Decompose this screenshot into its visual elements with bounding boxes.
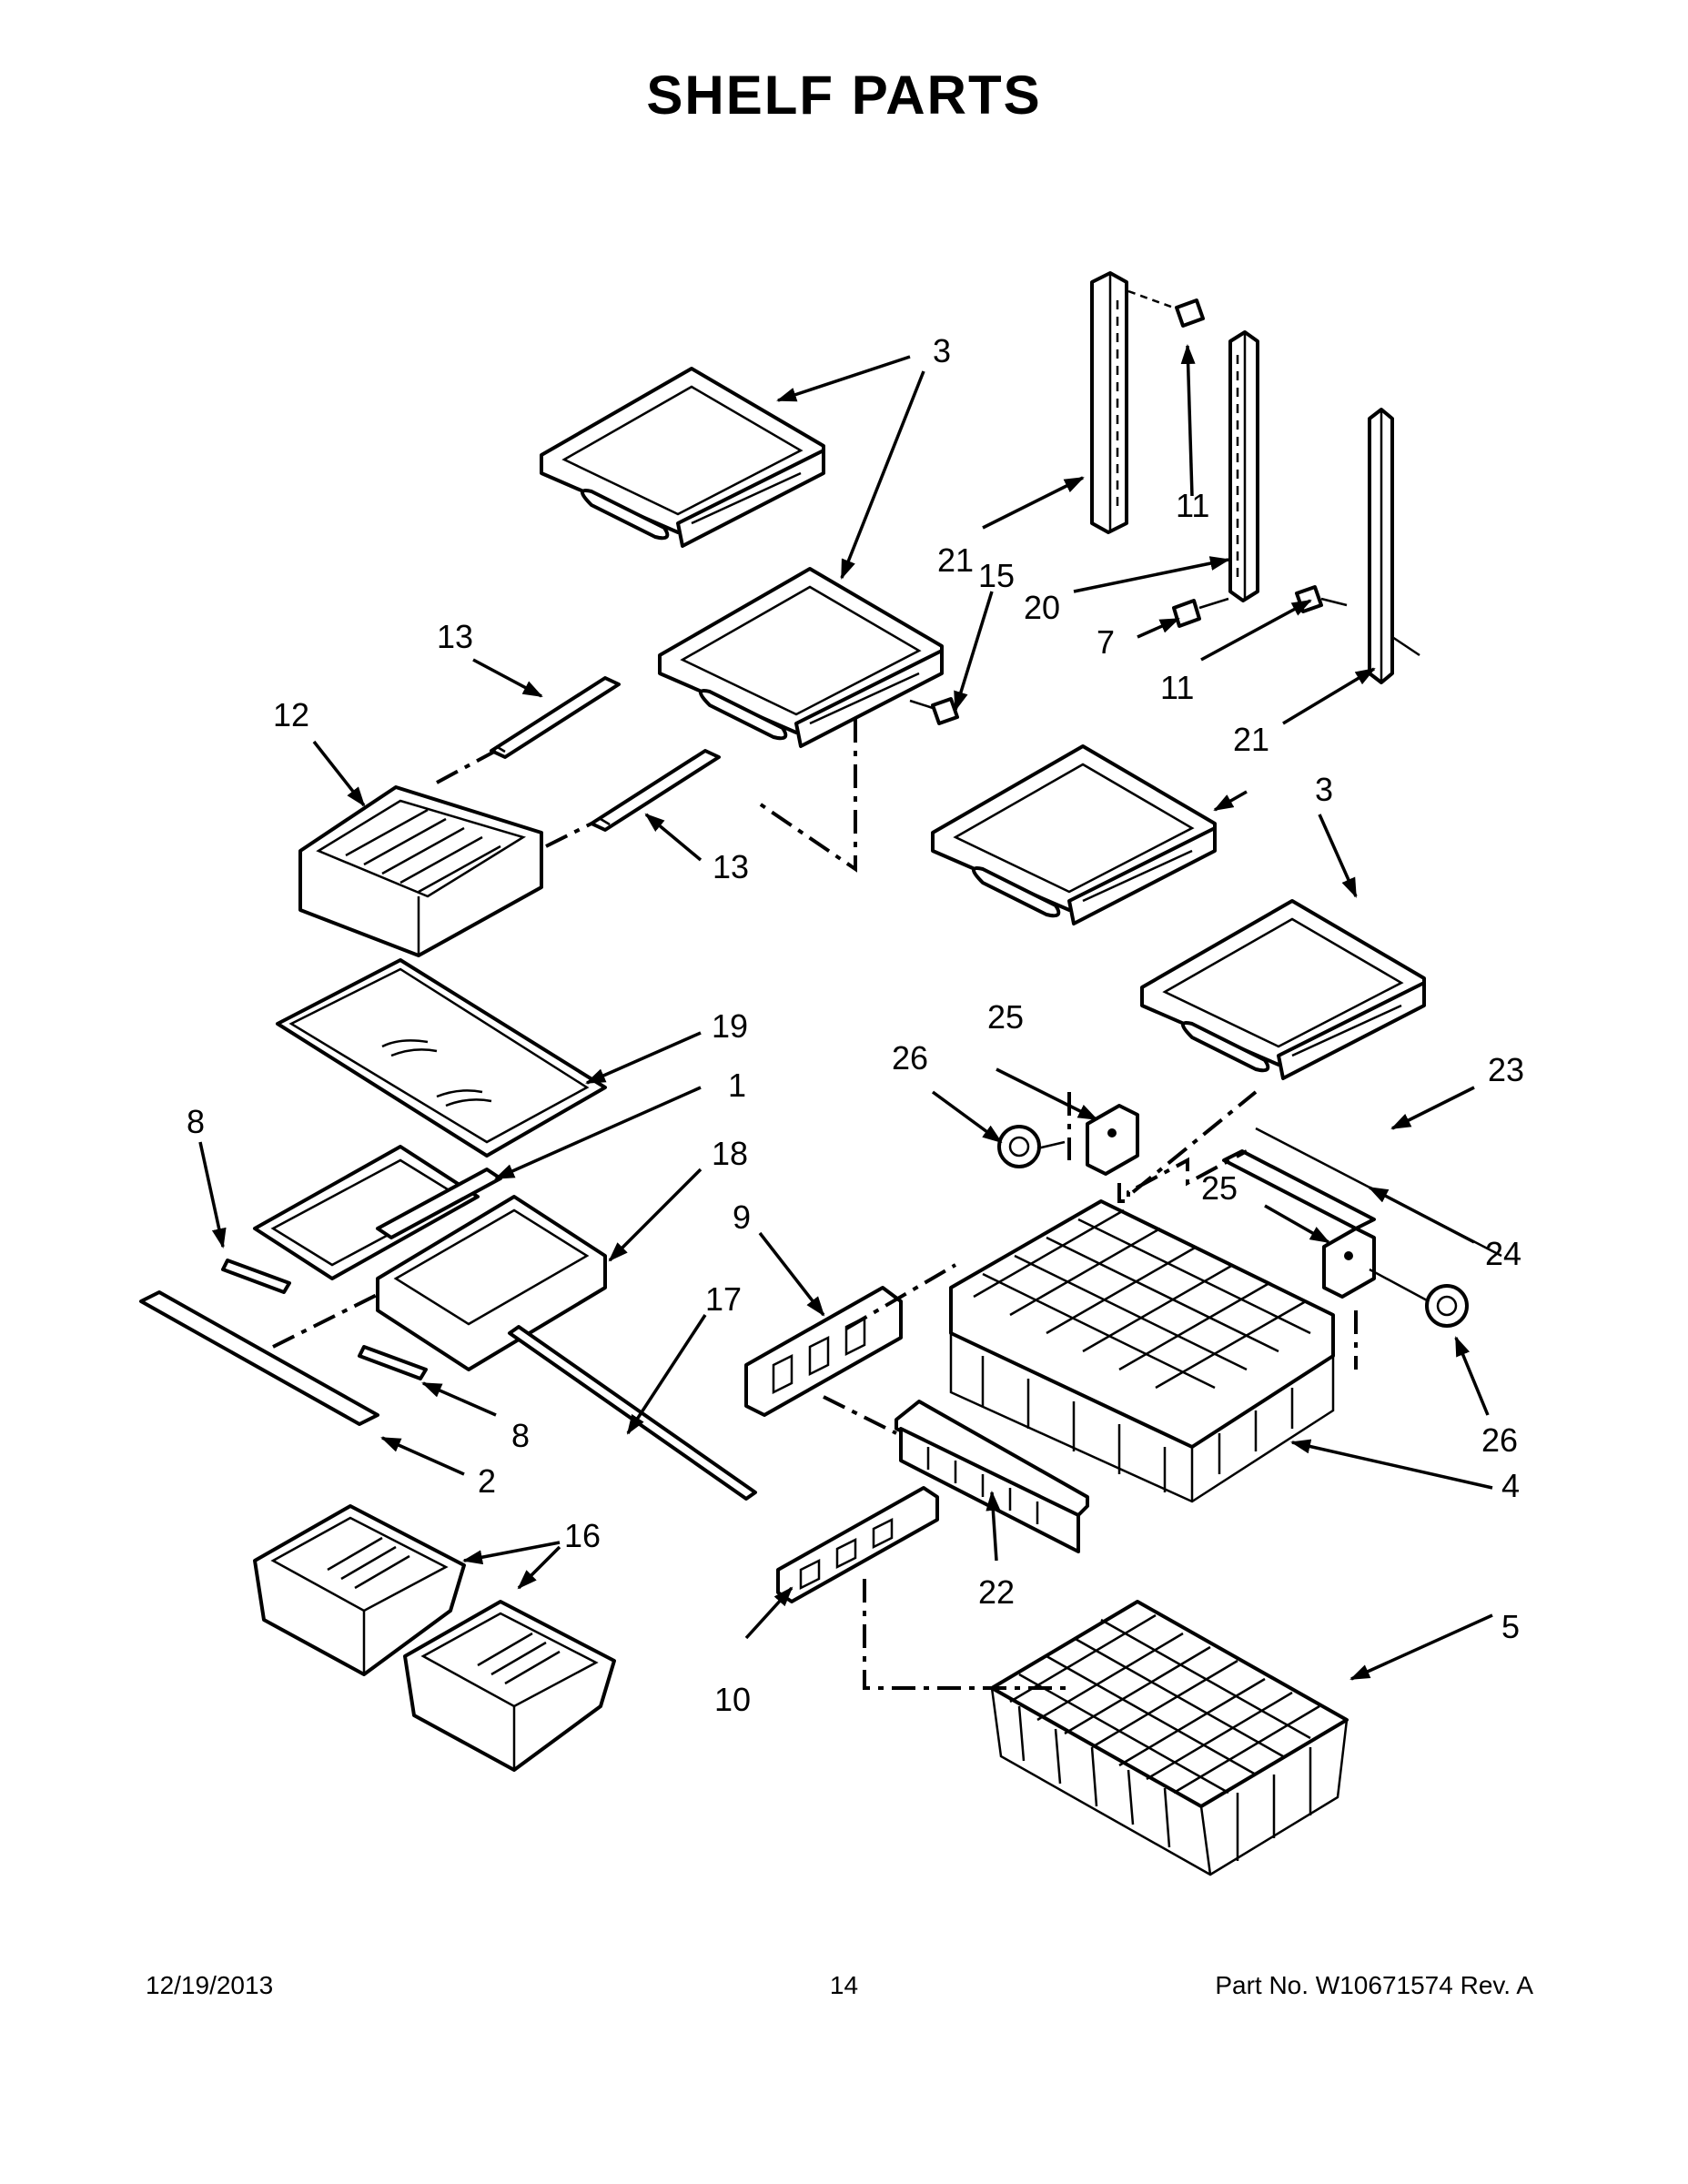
callout-13: 13: [437, 618, 473, 655]
callout-11: 11: [1176, 487, 1209, 524]
callout-1: 1: [728, 1067, 746, 1104]
callout-11: 11: [1160, 669, 1194, 706]
assembly-line-bracket-22: [823, 1395, 897, 1435]
shelf-part-3-right-upper: [931, 744, 1217, 925]
callout-2: 2: [478, 1462, 496, 1500]
callout-10: 10: [714, 1681, 751, 1718]
assembly-line-clip-25-upper: [1067, 1090, 1258, 1203]
gear-part-26-upper: [997, 1125, 1066, 1168]
bracket-part-10: [776, 1486, 939, 1603]
callout-9: 9: [733, 1198, 751, 1236]
screw-part-11-upper: [1127, 289, 1205, 328]
assembly-line-shelf-bracket: [753, 719, 857, 873]
callout-5: 5: [1501, 1608, 1520, 1645]
wire-basket-part-4: [949, 1199, 1335, 1503]
assembly-line-drawer-rail-lower: [545, 822, 592, 848]
callout-16: 16: [564, 1517, 601, 1554]
bracket-part-9: [744, 1286, 903, 1417]
shelf-part-3-second: [658, 567, 944, 748]
slide-rail-part-13-upper: [490, 676, 621, 759]
clip-part-8-left: [221, 1259, 291, 1294]
screw-part-7: [1172, 597, 1229, 628]
shelf-rail-part-21-left: [1090, 271, 1128, 534]
callout-22: 22: [978, 1573, 1015, 1611]
callout-3: 3: [933, 332, 951, 369]
shelf-part-3-top: [540, 367, 825, 548]
footer-page-number: 14: [829, 1971, 859, 1999]
screw-part-15: [909, 697, 959, 725]
trim-part-2: [139, 1290, 379, 1426]
callout-8: 8: [187, 1103, 205, 1140]
callout-7: 7: [1097, 623, 1115, 661]
assembly-line-drawer-rail-upper: [436, 749, 497, 784]
panel-part-22: [895, 1400, 1089, 1553]
crisper-drawer-part-16-left: [253, 1504, 466, 1676]
gear-part-26-lower: [1369, 1268, 1469, 1328]
callout-15: 15: [978, 557, 1015, 594]
callout-19: 19: [712, 1007, 748, 1045]
slide-rail-part-13-lower: [590, 749, 721, 832]
crisper-drawer-part-16-right: [403, 1600, 616, 1772]
leader-arrows: [198, 344, 1493, 1681]
callout-20: 20: [1024, 589, 1060, 626]
callout-13: 13: [713, 848, 749, 885]
callout-24: 24: [1485, 1235, 1521, 1272]
callout-21: 21: [937, 541, 974, 579]
crisper-drawer-part-12: [298, 785, 543, 957]
callout-21: 21: [1233, 721, 1269, 758]
callout-25: 25: [1201, 1169, 1238, 1207]
callout-26: 26: [1481, 1421, 1518, 1459]
shelf-part-3-right-lower: [1140, 899, 1426, 1080]
footer-date: 12/19/2013: [146, 1971, 274, 1999]
page-title: SHELF PARTS: [646, 65, 1042, 126]
shelf-rail-part-21-right: [1368, 408, 1394, 684]
clip-part-25-upper: [1086, 1104, 1139, 1176]
callout-23: 23: [1488, 1051, 1524, 1088]
clip-part-25-lower: [1322, 1227, 1376, 1299]
wire-basket-part-5: [990, 1600, 1349, 1876]
assembly-line-clip-8: [272, 1290, 383, 1349]
callout-12: 12: [273, 696, 309, 733]
callout-25: 25: [987, 998, 1024, 1036]
shelf-frame-part-18: [376, 1195, 607, 1371]
callout-4: 4: [1501, 1467, 1520, 1504]
shelf-rail-part-20: [1228, 330, 1259, 602]
footer-part-number: Part No. W10671574 Rev. A: [1215, 1971, 1533, 1999]
rod-part-17: [508, 1325, 757, 1501]
rail-part-24: [1222, 1149, 1376, 1230]
callout-8: 8: [511, 1417, 530, 1454]
callout-17: 17: [705, 1280, 742, 1318]
assembly-line-basket-4: [844, 1263, 957, 1330]
assembly-line-bracket-10: [863, 1579, 1074, 1690]
screw-part-11-lower: [1295, 585, 1420, 657]
callout-18: 18: [712, 1135, 748, 1172]
callout-3: 3: [1315, 771, 1333, 808]
glass-shelf-part-19: [276, 958, 607, 1158]
callout-26: 26: [892, 1039, 928, 1077]
clip-part-8-right: [358, 1345, 428, 1380]
